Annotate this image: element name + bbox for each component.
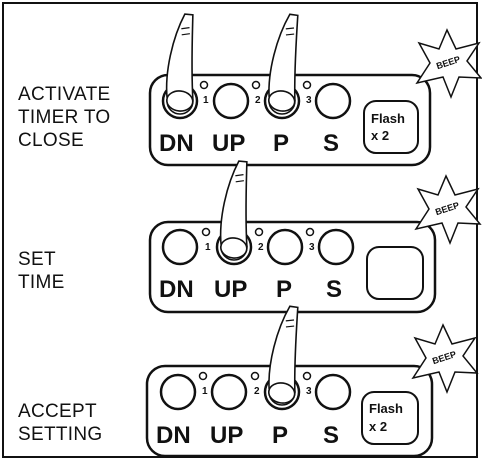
dn-label: DN	[159, 130, 194, 157]
panel-3-label: ACCEPT SETTING	[18, 401, 103, 445]
display-box	[363, 100, 419, 154]
led-number-3: 3	[306, 95, 312, 106]
up-key[interactable]	[210, 373, 248, 411]
p-label: P	[276, 276, 292, 303]
display-box	[366, 246, 424, 300]
dn-key[interactable]	[159, 373, 197, 411]
display-box	[361, 391, 419, 445]
led-3	[302, 371, 312, 381]
s-label: S	[323, 422, 339, 449]
display-line-1: Flash	[371, 111, 405, 126]
p-label: P	[272, 422, 288, 449]
dn-label: DN	[159, 276, 194, 303]
led-number-1: 1	[202, 386, 208, 397]
up-label: UP	[214, 276, 247, 303]
p-label: P	[273, 130, 289, 157]
led-2	[251, 80, 261, 90]
up-key[interactable]	[212, 82, 250, 120]
panel-2-label: SET TIME	[18, 249, 65, 293]
panel-3: 1 2 3 DN UP P S Flash x 2 BEEP	[145, 303, 478, 458]
s-key[interactable]	[314, 373, 352, 411]
led-1	[199, 80, 209, 90]
display-line-2: x 2	[371, 128, 389, 143]
panel-2: 1 2 3 DN UP P S BEEP	[148, 159, 481, 314]
led-3	[305, 227, 315, 237]
s-label: S	[323, 130, 339, 157]
led-1	[201, 227, 211, 237]
led-number-3: 3	[309, 242, 315, 253]
led-number-3: 3	[306, 386, 312, 397]
s-key[interactable]	[317, 228, 355, 266]
led-1	[198, 371, 208, 381]
led-2	[254, 227, 264, 237]
led-number-2: 2	[254, 386, 260, 397]
p-key[interactable]	[266, 228, 304, 266]
led-number-1: 1	[205, 242, 211, 253]
display-line-2: x 2	[369, 419, 387, 434]
dn-key[interactable]	[161, 228, 199, 266]
panel-1-label: ACTIVATE TIMER TO CLOSE	[18, 84, 111, 151]
s-key[interactable]	[314, 82, 352, 120]
led-2	[250, 371, 260, 381]
led-number-2: 2	[255, 95, 261, 106]
led-number-1: 1	[203, 95, 209, 106]
up-label: UP	[212, 130, 245, 157]
up-label: UP	[210, 422, 243, 449]
panel-1: 1 2 3 DN UP P S Flash x 2 BEEP	[148, 11, 482, 167]
dn-label: DN	[156, 422, 191, 449]
s-label: S	[326, 276, 342, 303]
display-line-1: Flash	[369, 401, 403, 416]
led-number-2: 2	[258, 242, 264, 253]
led-3	[302, 80, 312, 90]
